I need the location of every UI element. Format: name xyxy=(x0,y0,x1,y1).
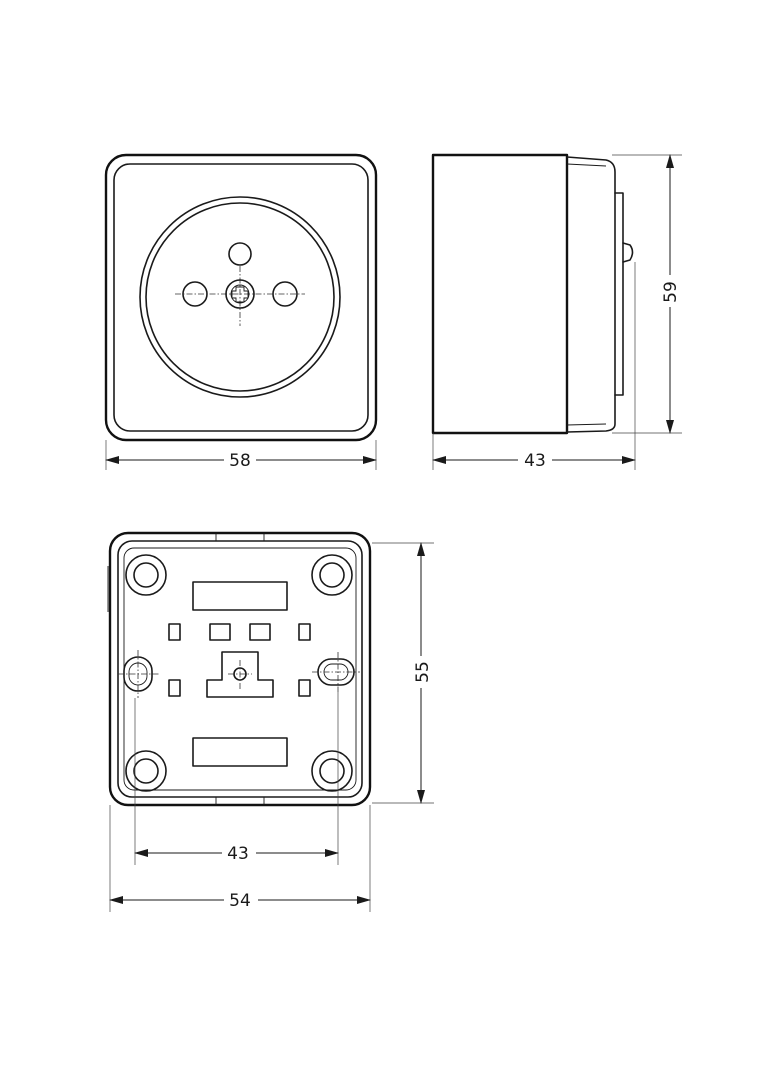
cable-window-bottom xyxy=(192,737,288,767)
side-base-plate xyxy=(566,156,616,433)
side-depth-dimension: 43 xyxy=(432,262,636,472)
side-mounting-rib xyxy=(614,192,624,396)
mount-boss-top-right xyxy=(311,554,353,596)
side-plate-edge-bottom xyxy=(566,423,607,426)
side-height-dimension: 59 xyxy=(612,154,682,434)
mount-boss-bottom-right xyxy=(311,750,353,792)
cutout-small xyxy=(209,623,231,641)
back-height-dimension: 55 xyxy=(372,542,434,804)
slot-hole-left xyxy=(118,650,160,698)
back-housing-outline xyxy=(108,531,372,807)
earth-pin-hole xyxy=(228,242,252,266)
base-height-label: 55 xyxy=(413,661,433,683)
side-view xyxy=(431,153,634,435)
front-view xyxy=(104,153,378,442)
hole-spacing-label: 43 xyxy=(227,844,249,864)
center-mounting-bracket xyxy=(206,651,274,698)
cutout-small xyxy=(298,679,311,697)
back-hole-spacing-dimension: 43 xyxy=(134,692,339,865)
slot-hole-right xyxy=(312,652,360,692)
front-width-label: 58 xyxy=(229,451,251,471)
socket-outer-ring xyxy=(139,196,341,398)
center-screw-head xyxy=(225,279,255,309)
side-plate-edge-top xyxy=(566,163,607,167)
back-width-dimension: 54 xyxy=(109,805,371,912)
side-depth-label: 43 xyxy=(524,451,546,471)
cutout-small xyxy=(168,679,181,697)
screw-cross-slot-icon xyxy=(231,286,249,303)
side-housing-body xyxy=(431,153,569,435)
front-width-dimension: 58 xyxy=(105,440,377,472)
front-housing-inner-edge xyxy=(113,163,369,432)
back-housing-inner-edge xyxy=(117,540,363,798)
cable-window-top xyxy=(192,581,288,611)
center-screw-inner xyxy=(230,284,250,304)
cutout-small xyxy=(298,623,311,641)
socket-inner-ring xyxy=(145,202,335,392)
side-height-label: 59 xyxy=(661,281,681,303)
side-cable-entry xyxy=(622,242,634,263)
mount-boss-bottom-left xyxy=(125,750,167,792)
cutout-small xyxy=(168,623,181,641)
mount-boss-top-left xyxy=(125,554,167,596)
back-view xyxy=(107,531,372,807)
base-width-label: 54 xyxy=(229,891,251,911)
front-housing-outline xyxy=(104,153,378,442)
cutout-small xyxy=(249,623,271,641)
